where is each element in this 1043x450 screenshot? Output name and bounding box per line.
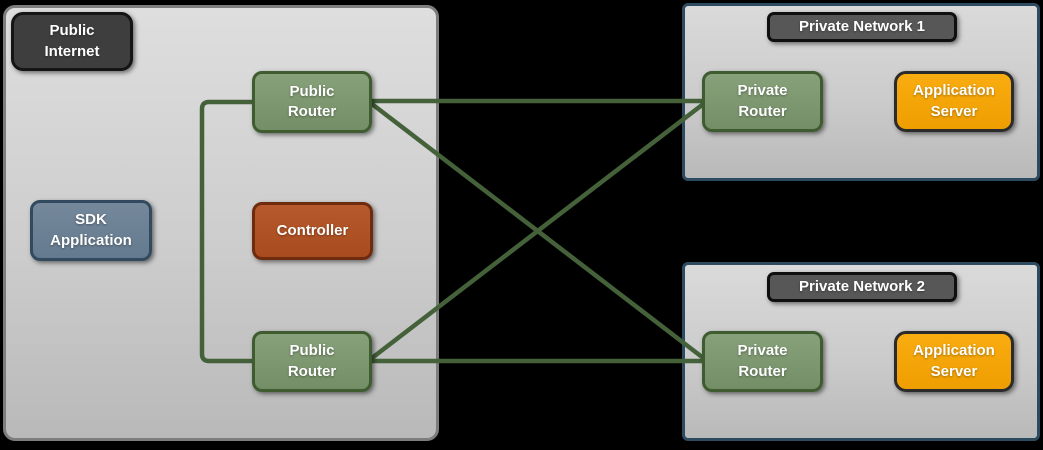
- node-application-server-1: Application Server: [894, 71, 1014, 132]
- private-network-1-title-badge: Private Network 1: [767, 12, 957, 42]
- private-network-1-title: Private Network 1: [799, 17, 925, 35]
- node-public-router-top: Public Router: [252, 71, 372, 133]
- private-router-1-label: Private Router: [737, 82, 788, 120]
- private-network-2-title-badge: Private Network 2: [767, 272, 957, 302]
- public-internet-title-badge: Public Internet: [11, 12, 133, 71]
- controller-label: Controller: [276, 221, 349, 239]
- private-network-2-title: Private Network 2: [799, 277, 925, 295]
- node-sdk-application: SDK Application: [30, 200, 152, 261]
- public-internet-title: Public Internet: [44, 22, 100, 60]
- application-server-1-label: Application Server: [913, 82, 995, 120]
- node-private-router-2: Private Router: [702, 331, 823, 392]
- node-private-router-1: Private Router: [702, 71, 823, 132]
- node-application-server-2: Application Server: [894, 331, 1014, 392]
- node-public-router-bottom: Public Router: [252, 331, 372, 392]
- application-server-2-label: Application Server: [913, 342, 995, 380]
- private-router-2-label: Private Router: [737, 342, 788, 380]
- node-controller: Controller: [252, 202, 373, 260]
- public-router-bottom-label: Public Router: [287, 342, 337, 380]
- public-router-top-label: Public Router: [287, 82, 337, 120]
- sdk-application-label: SDK Application: [50, 211, 132, 249]
